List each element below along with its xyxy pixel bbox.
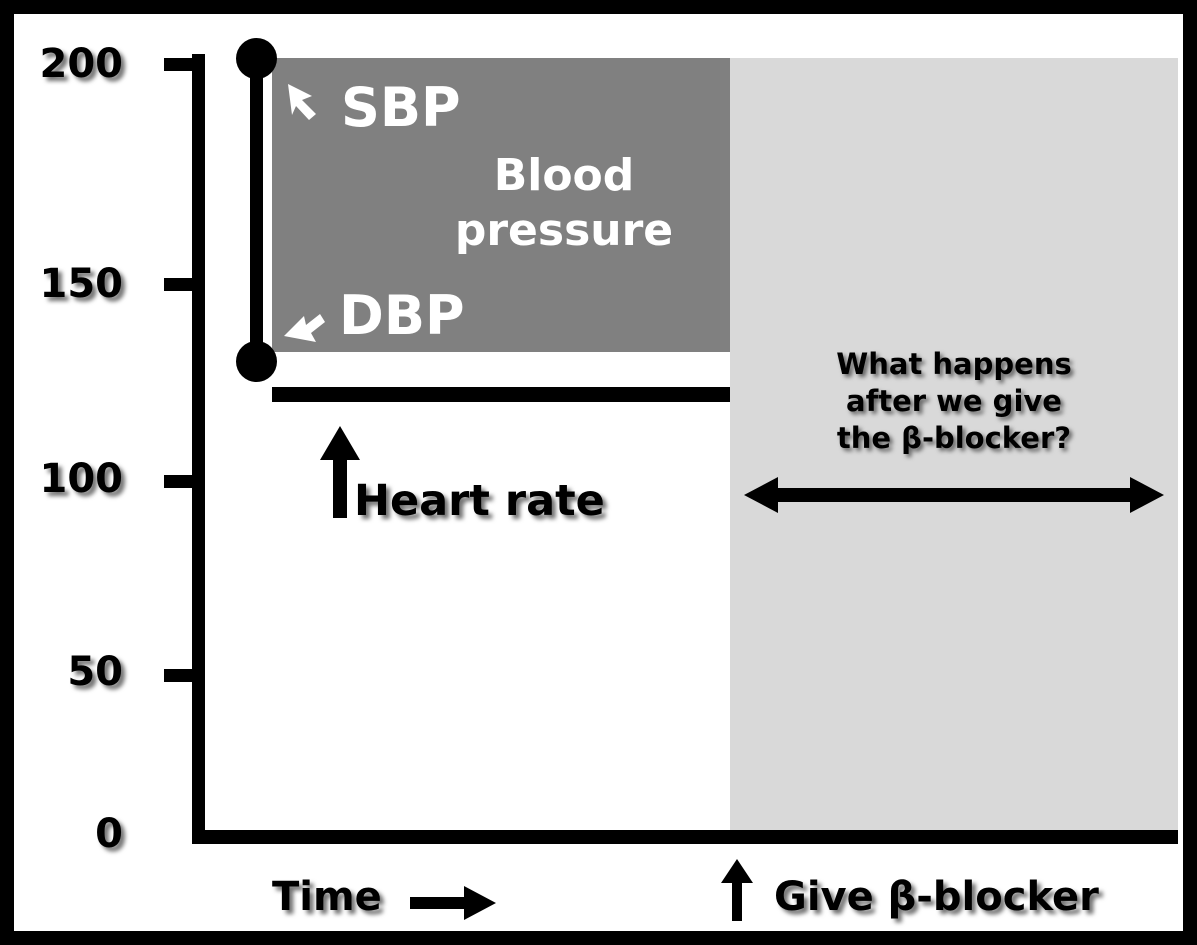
time-axis-label: Time [272,874,382,920]
post-drug-question-line2: after we give [846,384,1062,419]
blood-pressure-title-line2: pressure [454,204,674,256]
sbp-marker-dot [236,38,277,79]
give-drug-label: Give β-blocker [774,874,1099,920]
post-drug-question-line3: the β-blocker? [836,421,1072,456]
y-tick-label-100: 100 [39,456,124,502]
y-tick-label-50: 50 [67,649,123,695]
double-headed-arrow-icon [744,477,1164,513]
y-tick-label-150: 150 [39,261,124,307]
y-tick-100 [164,475,194,488]
blood-pressure-region [272,58,730,352]
y-tick-label-200: 200 [39,41,124,87]
blood-pressure-title-line1: Blood [493,150,635,201]
dbp-pointer-arrow [284,314,325,342]
y-tick-50 [164,669,194,682]
dbp-marker-dot [236,341,277,382]
y-tick-label-0: 0 [95,811,123,857]
sbp-pointer-arrow [288,84,316,120]
give-drug-up-arrow-icon [721,859,753,921]
post-drug-region [730,58,1178,837]
heart-rate-line [272,387,730,402]
y-axis [192,54,205,844]
blood-pressure-title: Blood pressure [414,149,714,258]
heart-rate-up-arrow-icon [320,426,360,518]
blood-pressure-bar [250,58,263,362]
x-axis [192,830,1178,844]
dbp-label: DBP [339,284,465,347]
sbp-label: SBP [341,76,461,139]
time-right-arrow-icon [410,886,496,920]
y-tick-200 [164,58,194,71]
heart-rate-label: Heart rate [354,476,605,526]
y-tick-150 [164,278,194,291]
post-drug-question-line1: What happens [836,347,1072,381]
post-drug-question: What happens after we give the β-blocker… [784,346,1124,457]
